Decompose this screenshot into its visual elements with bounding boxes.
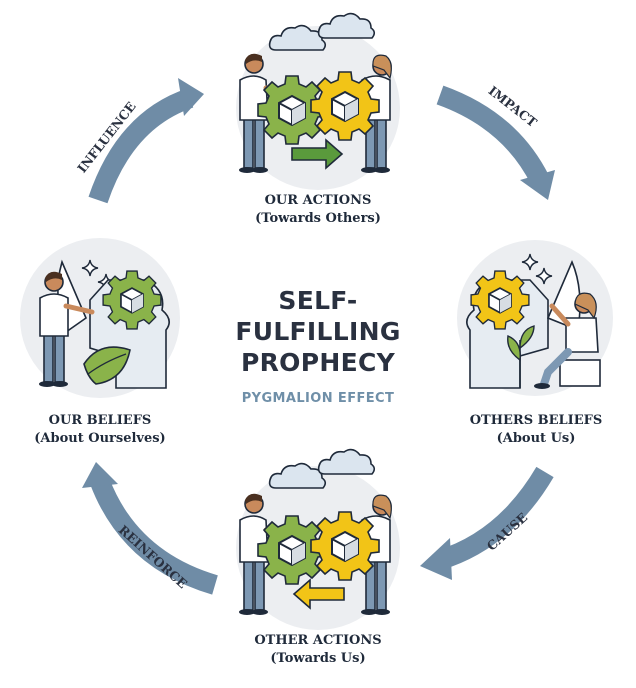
plant-icon <box>507 325 535 388</box>
others-beliefs-illustration <box>457 240 613 396</box>
gear-icon <box>310 71 380 141</box>
cloud-icon <box>317 12 376 39</box>
gear-icon <box>470 270 530 330</box>
other-actions-label: OTHER ACTIONS (Towards Us) <box>254 633 382 666</box>
influence-arrow <box>88 78 204 204</box>
reinforce-arrow <box>82 462 218 595</box>
gear-icon <box>102 270 162 330</box>
cause-arrow <box>420 466 554 580</box>
others-beliefs-label: OTHERS BELIEFS (About Us) <box>469 413 603 446</box>
diagram-subtitle: PYGMALION EFFECT <box>241 391 395 406</box>
diagram-title: SELF- FULFILLING PROPHECY <box>235 286 401 377</box>
arrow-right-icon <box>291 138 344 170</box>
other-actions-illustration <box>236 448 400 630</box>
reinforce-label: REINFORCE <box>116 522 191 591</box>
our-actions-label: OUR ACTIONS (Towards Others) <box>255 193 381 226</box>
our-actions-illustration <box>236 12 400 190</box>
gear-icon <box>310 511 380 581</box>
arrow-left-icon <box>292 578 345 610</box>
our-beliefs-label: OUR BELIEFS (About Ourselves) <box>34 413 166 446</box>
cloud-icon <box>317 448 376 475</box>
person-sitting <box>534 292 601 389</box>
impact-arrow <box>436 85 555 200</box>
person-standing <box>39 271 95 387</box>
our-beliefs-illustration <box>20 238 180 398</box>
